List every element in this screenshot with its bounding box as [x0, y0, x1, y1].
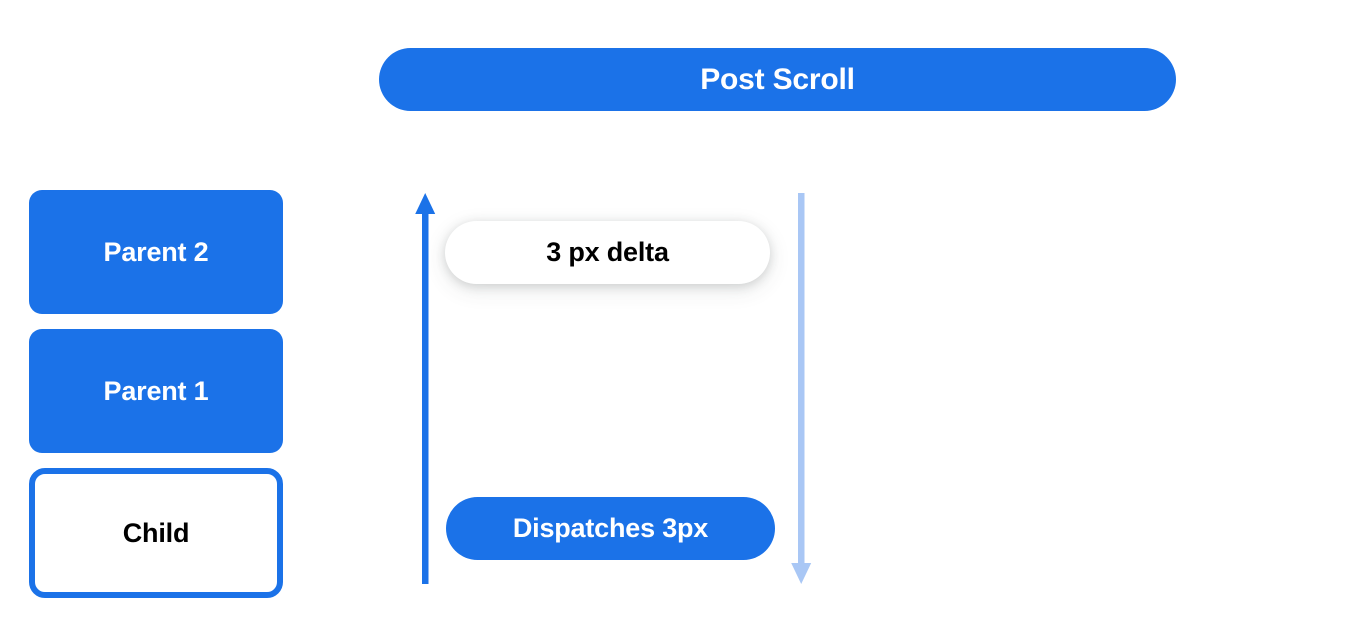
post-scroll-title-bar: Post Scroll — [379, 48, 1176, 111]
box-child: Child — [29, 468, 283, 598]
dispatch-down-arrow-icon — [791, 193, 812, 584]
box-child-label: Child — [122, 517, 190, 548]
delta-annotation-pill: 3 px delta — [445, 221, 770, 284]
element-stack: Parent 2 Parent 1 Child — [29, 190, 283, 598]
box-parent-2-label: Parent 2 — [103, 236, 209, 267]
box-parent-1-label: Parent 1 — [103, 375, 209, 406]
box-parent-1: Parent 1 — [29, 329, 283, 453]
dispatch-annotation-pill: Dispatches 3px — [446, 497, 775, 560]
post-scroll-title-label: Post Scroll — [700, 62, 855, 96]
dispatch-annotation-label: Dispatches 3px — [512, 513, 709, 543]
box-parent-2: Parent 2 — [29, 190, 283, 314]
delta-annotation-label: 3 px delta — [546, 237, 669, 267]
scroll-up-arrow-icon — [415, 193, 436, 584]
